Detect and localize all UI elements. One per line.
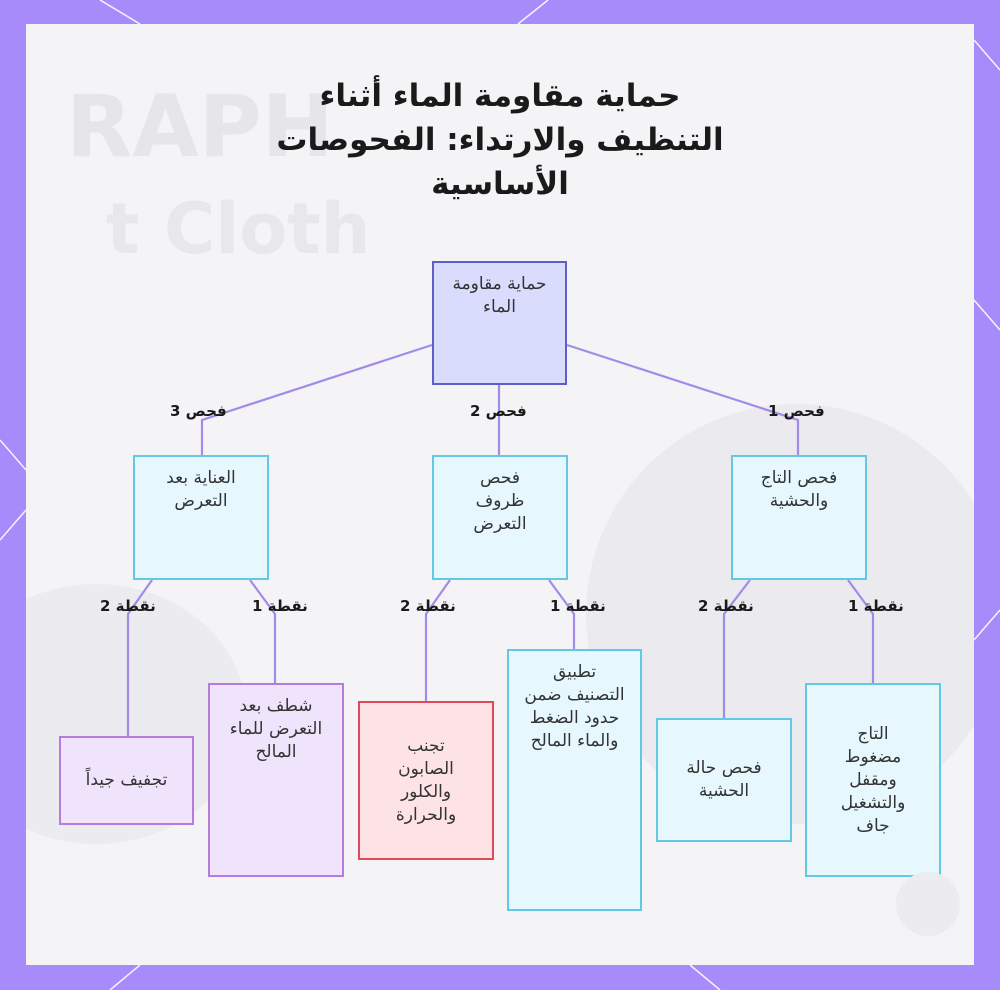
edge-check2-p2 xyxy=(424,579,451,701)
edge-label: نقطة 1 xyxy=(848,597,904,615)
edge-check3-p2 xyxy=(126,579,153,736)
edge-check3-p1 xyxy=(249,579,277,684)
edge-check1-p1 xyxy=(847,579,875,684)
background-watermark: t Cloth xyxy=(106,188,371,270)
check-node-3: العناية بعد التعرض xyxy=(133,455,269,580)
edge-label: نقطة 2 xyxy=(698,597,754,615)
background-watermark: RAPH xyxy=(66,77,334,177)
leaf-node: التاج مضغوط ومقفل والتشغيل جاف xyxy=(805,683,941,877)
title-line: الأساسية xyxy=(431,166,569,202)
edge-label: نقطة 2 xyxy=(400,597,456,615)
leaf-node: تطبيق التصنيف ضمن حدود الضغط والماء الما… xyxy=(507,649,642,911)
edge-label: فحص 3 xyxy=(170,402,227,420)
edge-label: نقطة 1 xyxy=(252,597,308,615)
edge-root-check3 xyxy=(200,343,433,456)
edge-label: نقطة 1 xyxy=(550,597,606,615)
title-line: التنظيف والارتداء: الفحوصات xyxy=(276,122,724,158)
root-node: حماية مقاومة الماء xyxy=(432,261,567,385)
check-node-2: فحص ظروف التعرض xyxy=(432,455,568,580)
leaf-node: تجفيف جيداً xyxy=(59,736,194,825)
check-node-1: فحص التاج والحشية xyxy=(731,455,867,580)
edge-label: نقطة 2 xyxy=(100,597,156,615)
leaf-node: فحص حالة الحشية xyxy=(656,718,792,842)
edge-check2-p1 xyxy=(548,579,576,650)
seal-watermark xyxy=(896,872,960,936)
edge-label: فحص 2 xyxy=(470,402,527,420)
title-line: حماية مقاومة الماء أثناء xyxy=(319,78,681,114)
leaf-node: تجنب الصابون والكلور والحرارة xyxy=(358,701,494,860)
edge-label: فحص 1 xyxy=(768,402,825,420)
leaf-node: شطف بعد التعرض للماء المالح xyxy=(208,683,344,877)
diagram-title: حماية مقاومة الماء أثناء التنظيف والارتد… xyxy=(240,74,760,206)
edge-check1-p2 xyxy=(722,579,751,718)
edge-root-check1 xyxy=(566,343,800,456)
